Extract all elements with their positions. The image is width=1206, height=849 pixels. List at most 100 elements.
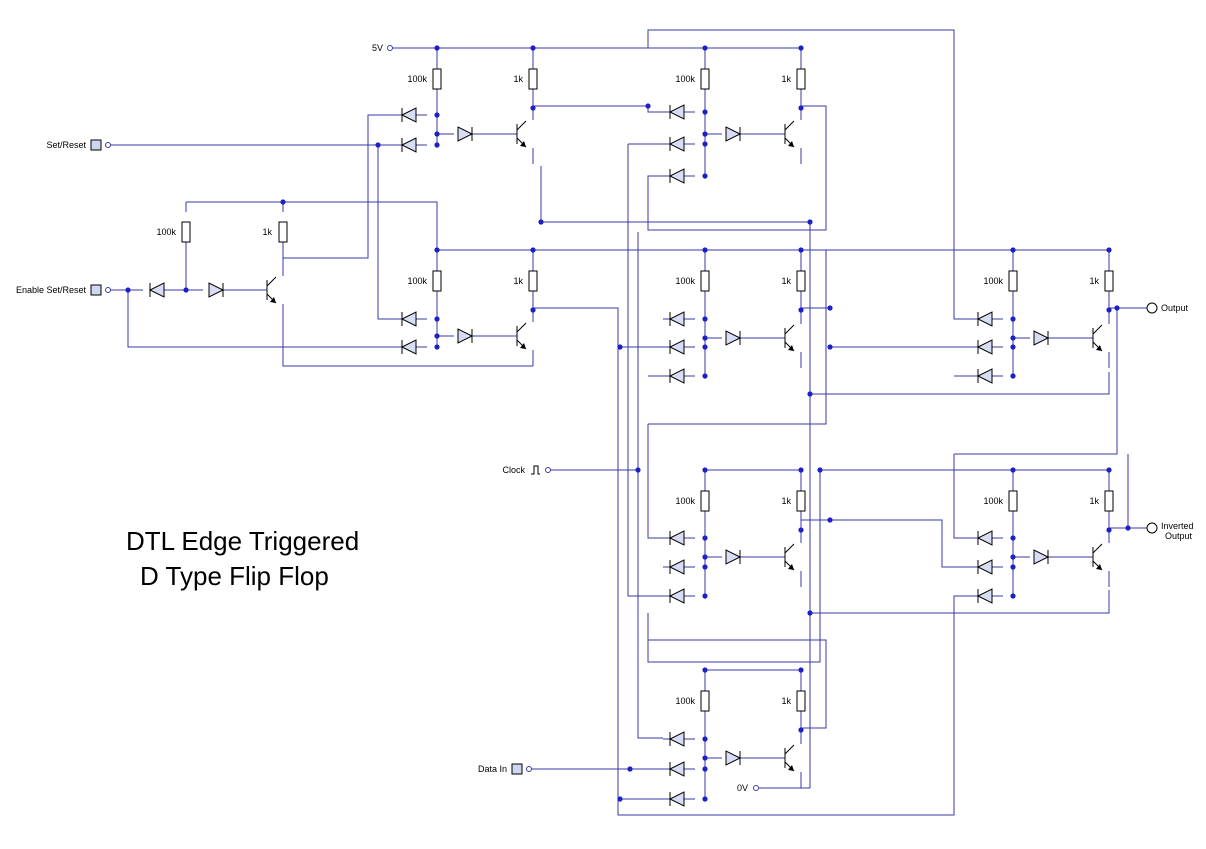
collector-value-label: 1k [1089,496,1099,506]
junction-dot [702,467,708,473]
junction-dot [645,103,651,109]
diode-symbol [400,137,417,153]
data-in-terminal [511,763,523,775]
junction-dot [1125,525,1131,531]
diode-symbol [725,750,742,766]
transistor-collector [784,324,795,335]
diode-symbol [668,339,685,355]
enable-emitter [282,304,533,367]
junction-dot [798,527,804,533]
resistor-symbol [1008,270,1018,292]
enable-to-gate2 [127,290,403,348]
junction-dot [1106,527,1112,533]
inverted-output-label-1: Inverted [1161,521,1194,531]
right2-in1 [953,454,971,539]
diode-symbol [976,368,993,384]
resistor-symbol [278,221,288,243]
wiring [110,29,1148,816]
junction-dot [1010,554,1016,560]
set-reset-label: Set/Reset [46,140,86,150]
resistor-symbol [796,68,806,90]
diagram-title-line-1: DTL Edge Triggered [126,526,360,556]
junction-dot [617,344,623,350]
junction-dot [798,105,804,111]
transistor-collector [266,276,277,287]
junction-dot [798,45,804,51]
resistor-symbol [432,68,442,90]
junction-dot [530,105,536,111]
pullup-value-label: 100k [407,276,427,286]
junction-dot [702,109,708,115]
junction-dot [1010,467,1016,473]
junction-dot [1010,535,1016,541]
pullup-value-label: 100k [983,276,1003,286]
junction-dot [1106,307,1112,313]
supply-label: 5V [372,43,383,53]
junction-dot [635,467,641,473]
junction-dot [1010,564,1016,570]
junction-dot [434,131,440,137]
junction-dot [702,247,708,253]
resistor-symbol [1104,490,1114,512]
enable-set-reset-terminal [90,284,102,296]
diode-symbol [725,330,742,346]
junction-dot [827,305,833,311]
feedback-loop-top [533,29,971,320]
junction-dot [1010,373,1016,379]
transistor-collector [784,120,795,131]
junction-dot [1106,247,1112,253]
clock-terminal [530,465,540,475]
junction-dot [798,247,804,253]
junction-dot [538,219,544,225]
mid3-out [810,590,1110,614]
junction-dot [702,535,708,541]
diode-symbol [668,368,685,384]
mid3-to-right2 [801,519,971,568]
diode-symbol [400,311,417,327]
transistor-collector [1092,543,1103,554]
transistor-collector [516,120,527,131]
mid4-feedback [648,639,827,729]
diode-symbol [400,107,417,123]
junction-dot [702,131,708,137]
junction-dot [702,45,708,51]
junction-dot [434,333,440,339]
junction-dot [798,467,804,473]
transistor-arrow [1096,345,1102,351]
output-label: Output [1161,303,1189,313]
junction-dot [702,736,708,742]
junction-dot [702,593,708,599]
transistor-arrow [788,765,794,771]
supply-terminal [387,45,393,51]
resistor-symbol [700,690,710,712]
resistor-symbol [528,68,538,90]
collector-value-label: 1k [262,227,272,237]
junction-dot [702,344,708,350]
resistor-symbol [796,270,806,292]
enable-set-reset-terminal-pin [105,287,111,293]
junction-dot [627,766,633,772]
diode-symbol [668,559,685,575]
diode-symbol [668,761,685,777]
ground-label: 0V [737,783,748,793]
junction-dot [1010,335,1016,341]
junction-dot [702,796,708,802]
junction-dot [827,517,833,523]
transistor-collector [784,744,795,755]
enable-to-gate1 [283,114,403,259]
enable-set-reset-label: Enable Set/Reset [16,285,87,295]
collector-value-label: 1k [781,496,791,506]
junction-dot [817,467,823,473]
junction-dot [807,610,813,616]
clock-label: Clock [502,465,525,475]
pullup-value-label: 100k [675,696,695,706]
diode-symbol [668,136,685,152]
ground-terminal [753,785,759,791]
junction-dot [125,287,131,293]
right1-feedback [954,308,1118,455]
junction-dot [530,307,536,313]
collector-value-label: 1k [513,74,523,84]
mid-left-bus [627,144,663,597]
junction-dot [702,335,708,341]
